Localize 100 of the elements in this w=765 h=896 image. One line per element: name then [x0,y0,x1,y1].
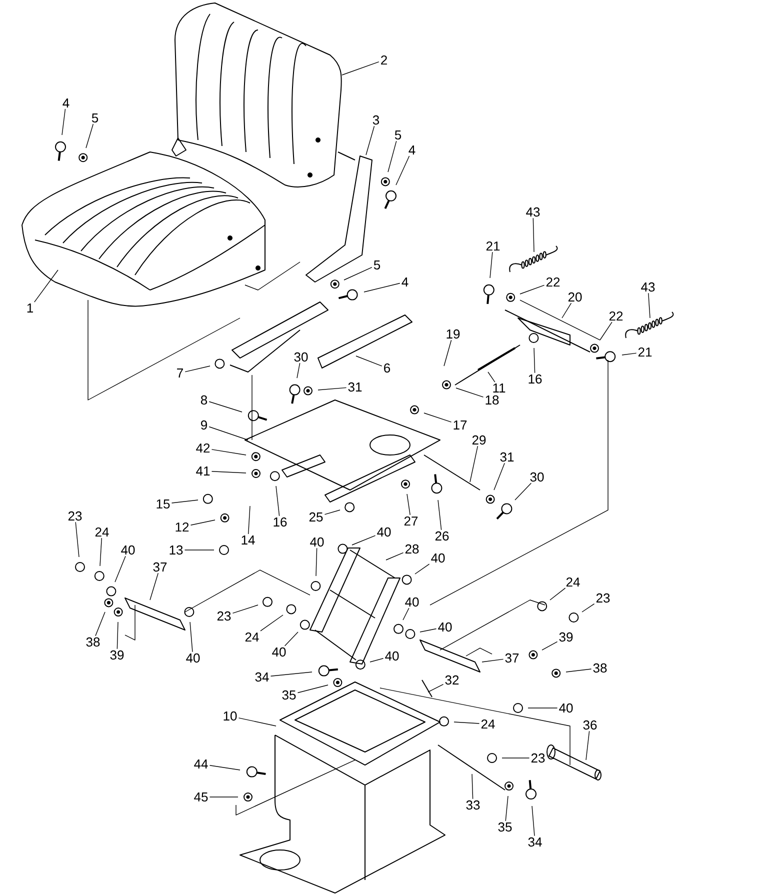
callout-number: 16 [274,517,287,527]
leader-line [470,446,478,482]
callout-number: 40 [310,537,324,547]
leader-line [352,535,376,546]
leader-line [150,572,158,600]
leader-line [550,588,566,600]
leader-line [209,765,240,770]
callout-number: 40 [438,622,452,632]
leader-line [184,366,210,372]
callout-number: 40 [559,703,573,713]
callout-number: 24 [566,577,580,587]
callout-number: 37 [505,653,519,663]
leader-line [296,362,300,378]
callout-number: 40 [377,527,391,537]
callout-number: 14 [242,536,255,544]
callout-number: 26 [435,531,449,541]
callout-number: 19 [446,329,460,339]
callout-number: 40 [431,553,445,563]
callout-number: 43 [641,282,655,292]
leader-line [364,282,400,292]
callout-number: 40 [385,651,399,661]
leader-line [402,608,410,620]
callout-number: 12 [176,522,189,532]
callout-number: 9 [201,420,207,430]
callout-number: 2 [381,55,387,65]
leader-line [444,340,452,366]
callout-number: 22 [609,311,623,321]
callout-number: 21 [486,241,500,251]
leader-line [438,500,442,530]
leader-line [116,622,118,650]
callout-number: 4 [402,278,408,286]
callout-number: 40 [272,647,286,657]
callout-number: 30 [530,472,544,482]
callout-number: 28 [405,544,419,554]
leader-line [209,796,238,798]
leader-line [494,462,505,490]
leader-line [95,612,106,636]
callout-number: 11 [493,384,506,392]
leader-line [86,124,94,148]
leader-line [648,292,650,318]
callout-number: 5 [92,113,98,123]
leader-line [582,603,595,612]
leader-line [388,140,397,172]
leader-line [505,796,508,822]
callout-number: 35 [498,822,512,832]
leader-line [424,412,452,422]
leader-line [542,641,558,650]
callout-number: 39 [110,650,124,660]
callout-number: 17 [454,420,467,430]
callout-number: 10 [224,711,237,721]
callout-number: 35 [282,690,296,700]
leader-line [344,266,372,280]
leader-line [190,622,193,652]
leader-line [100,538,102,566]
callout-number: 33 [466,800,480,810]
callout-number: 30 [294,352,308,362]
leader-line [208,426,248,440]
leader-line [342,61,380,76]
leader-line [586,730,590,760]
callout-number: 23 [596,593,610,603]
callout-number: 32 [445,675,459,685]
callout-number: 21 [638,347,652,357]
callout-number: 23 [531,753,545,763]
callout-number: 44 [194,760,208,768]
callout-number: 37 [153,562,167,572]
leader-line [532,218,534,252]
callout-number: 20 [568,292,582,302]
leader-line [370,658,384,662]
callout-number: 38 [86,637,100,647]
leader-line [622,352,637,356]
leader-line [34,270,58,302]
callout-number: 7 [177,368,183,378]
leader-line [490,252,493,278]
callout-number: 22 [546,277,560,287]
leader-line [420,628,437,632]
callout-number: 24 [245,632,259,642]
leader-line [75,522,80,558]
callout-number: 27 [404,516,418,526]
leader-line [566,668,592,672]
leader-line [276,486,280,516]
leader-line [534,348,536,374]
leader-line [456,388,484,398]
callout-number: 16 [528,374,542,384]
callout-number: 25 [309,512,323,522]
leader-line [454,722,480,724]
callout-number: 1 [27,304,33,312]
callout-number: 34 [255,672,269,682]
callout-number: 23 [217,611,231,621]
leader-line [190,520,216,526]
callout-number: 40 [121,545,135,555]
leader-line [171,500,198,504]
callout-number: 41 [196,466,210,476]
callout-number: 43 [526,207,540,217]
callout-number: 5 [394,130,402,140]
leader-line [532,806,535,836]
callout-number: 24 [481,719,495,729]
callout-number: 4 [408,146,416,154]
leader-line [562,302,572,318]
leader-line [472,774,474,800]
leader-line [297,684,328,694]
